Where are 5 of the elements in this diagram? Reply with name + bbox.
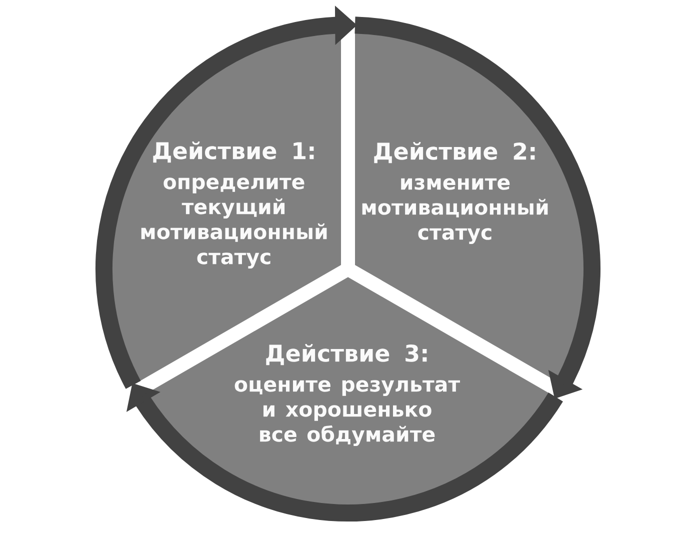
node-label: измените мотивационный статус <box>362 178 548 244</box>
node-label: Действие 2: <box>374 142 535 164</box>
pie-sector: Действие 3: оцените результат и хорошенько все обдумайте <box>142 277 554 510</box>
node-label: Действие 1: <box>153 141 314 163</box>
node-label: определите текущий мотивационный статус <box>141 178 327 268</box>
